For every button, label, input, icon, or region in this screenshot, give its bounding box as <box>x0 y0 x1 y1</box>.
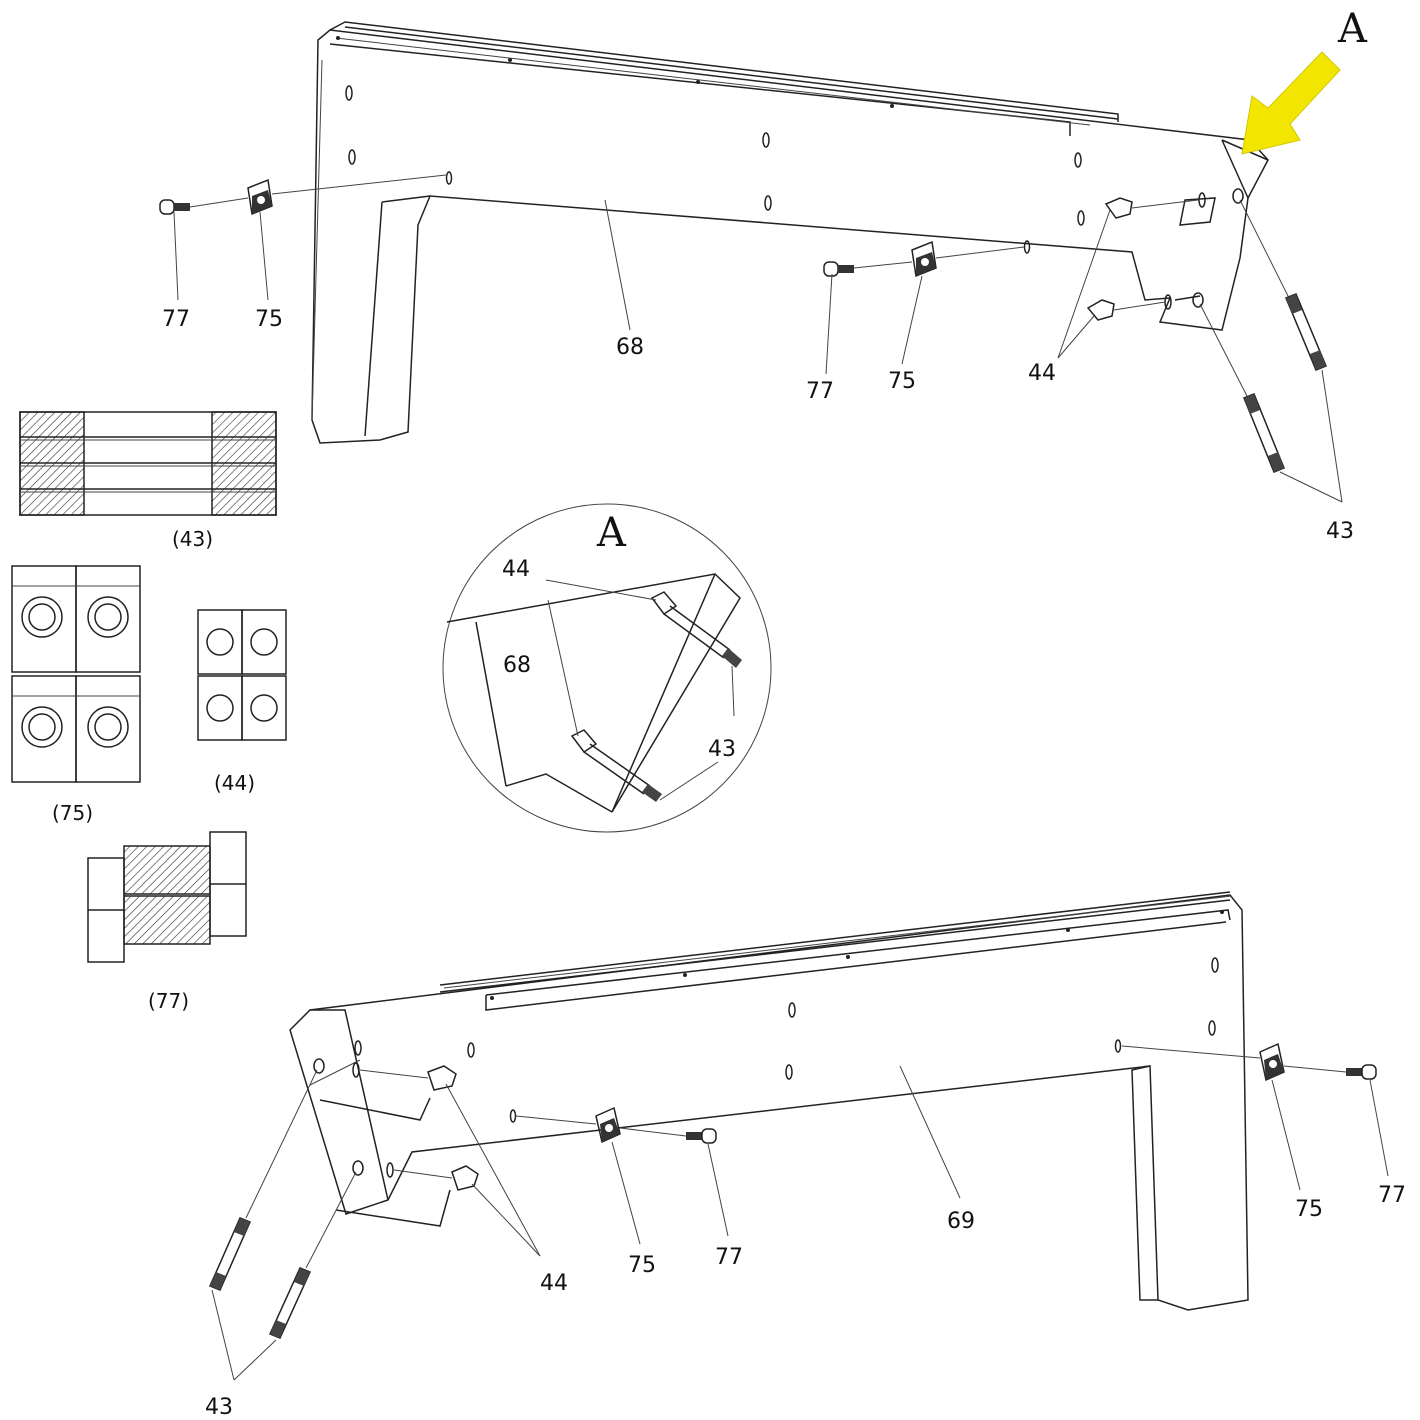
legend-barrel-44 <box>197 609 287 741</box>
detail-view-letter: A <box>596 510 627 556</box>
detail-label-44: 44 <box>502 557 530 582</box>
label-75-lower-mid: 75 <box>628 1253 656 1278</box>
upper-nut-left <box>247 174 447 216</box>
callout-arrow <box>1241 51 1341 155</box>
detail-letter: A <box>1337 6 1368 52</box>
label-44-upper: 44 <box>1028 361 1056 386</box>
lower-nut-mid <box>515 1106 687 1144</box>
caption-77: (77) <box>148 989 189 1013</box>
caption-75: (75) <box>52 801 93 825</box>
label-77-lower-right: 77 <box>1378 1183 1406 1208</box>
lower-barrel-nuts <box>359 1065 479 1191</box>
upper-leaders <box>173 199 1343 503</box>
label-69: 69 <box>947 1209 975 1234</box>
label-75-lower-right: 75 <box>1295 1197 1323 1222</box>
label-75-upper-left: 75 <box>255 307 283 332</box>
label-43-upper: 43 <box>1326 519 1354 544</box>
label-44-lower: 44 <box>540 1271 568 1296</box>
upper-barrel-nuts <box>1086 197 1199 321</box>
label-77-upper-left: 77 <box>162 307 190 332</box>
upper-bolt-left <box>159 197 249 215</box>
lower-nut-right <box>1121 1042 1347 1082</box>
upper-dowel-rods <box>1199 199 1327 473</box>
lower-leg-panel-69 <box>289 891 1249 1311</box>
label-43-lower: 43 <box>205 1395 233 1420</box>
label-75-upper-mid: 75 <box>888 369 916 394</box>
lower-bolt-mid <box>686 1128 717 1144</box>
upper-bolt-mid <box>823 261 913 277</box>
label-77-upper-mid: 77 <box>806 379 834 404</box>
caption-43: (43) <box>172 527 213 551</box>
lower-bolt-right <box>1346 1064 1377 1080</box>
detail-label-68: 68 <box>503 653 531 678</box>
legend-nuts-75 <box>11 565 141 783</box>
detail-view-circle <box>442 503 772 833</box>
upper-leg-panel-68 <box>311 21 1269 444</box>
label-68: 68 <box>616 335 644 360</box>
legend-rods-43 <box>19 411 277 516</box>
legend-bolts-77 <box>87 831 247 963</box>
lower-leaders <box>211 1065 1389 1381</box>
upper-nut-mid <box>911 240 1025 278</box>
lower-dowel-rods <box>209 1069 357 1339</box>
detail-label-43: 43 <box>708 737 736 762</box>
caption-44: (44) <box>214 771 255 795</box>
label-77-lower-mid: 77 <box>715 1245 743 1270</box>
